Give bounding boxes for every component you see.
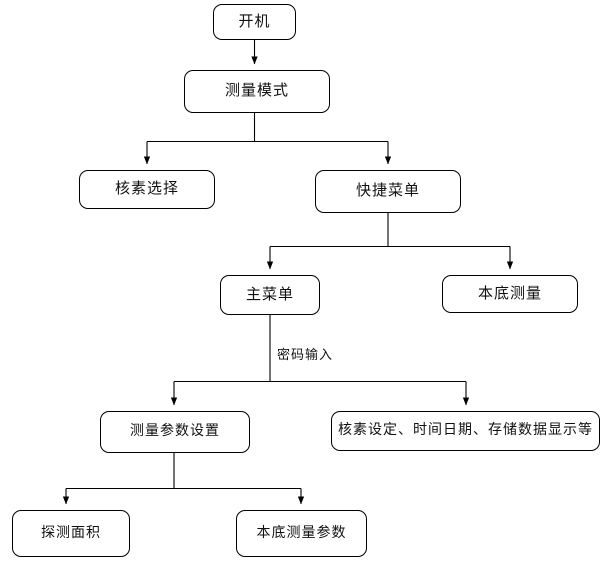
node-main-menu-label: 主菜单 — [245, 286, 294, 303]
node-nuclide-selection[interactable]: 核素选择 — [79, 170, 215, 209]
edge-label-password-input: 密码输入 — [277, 347, 334, 362]
node-quick-menu[interactable]: 快捷菜单 — [315, 170, 461, 213]
node-background-measurement-parameters-label: 本底测量参数 — [256, 525, 347, 541]
node-quick-menu-label: 快捷菜单 — [355, 183, 420, 199]
node-measure-mode[interactable]: 测量模式 — [184, 70, 330, 113]
node-background-measurement-parameters[interactable]: 本底测量参数 — [236, 510, 367, 557]
node-background-measurement[interactable]: 本底测量 — [442, 275, 578, 313]
node-misc-settings-label: 核素设定、时间日期、存储数据显示等 — [338, 423, 593, 438]
node-main-menu[interactable]: 主菜单 — [220, 275, 320, 315]
node-power-on[interactable]: 开机 — [213, 4, 296, 40]
node-power-on-label: 开机 — [238, 13, 271, 30]
node-nuclide-selection-label: 核素选择 — [114, 181, 179, 197]
node-detection-area[interactable]: 探测面积 — [12, 510, 130, 557]
node-misc-settings[interactable]: 核素设定、时间日期、存储数据显示等 — [331, 411, 600, 451]
node-detection-area-label: 探测面积 — [41, 525, 101, 541]
node-measurement-parameter-settings-label: 测量参数设置 — [130, 424, 220, 439]
node-measurement-parameter-settings[interactable]: 测量参数设置 — [100, 411, 250, 453]
node-measure-mode-label: 测量模式 — [224, 83, 289, 99]
node-background-measurement-label: 本底测量 — [477, 285, 542, 302]
